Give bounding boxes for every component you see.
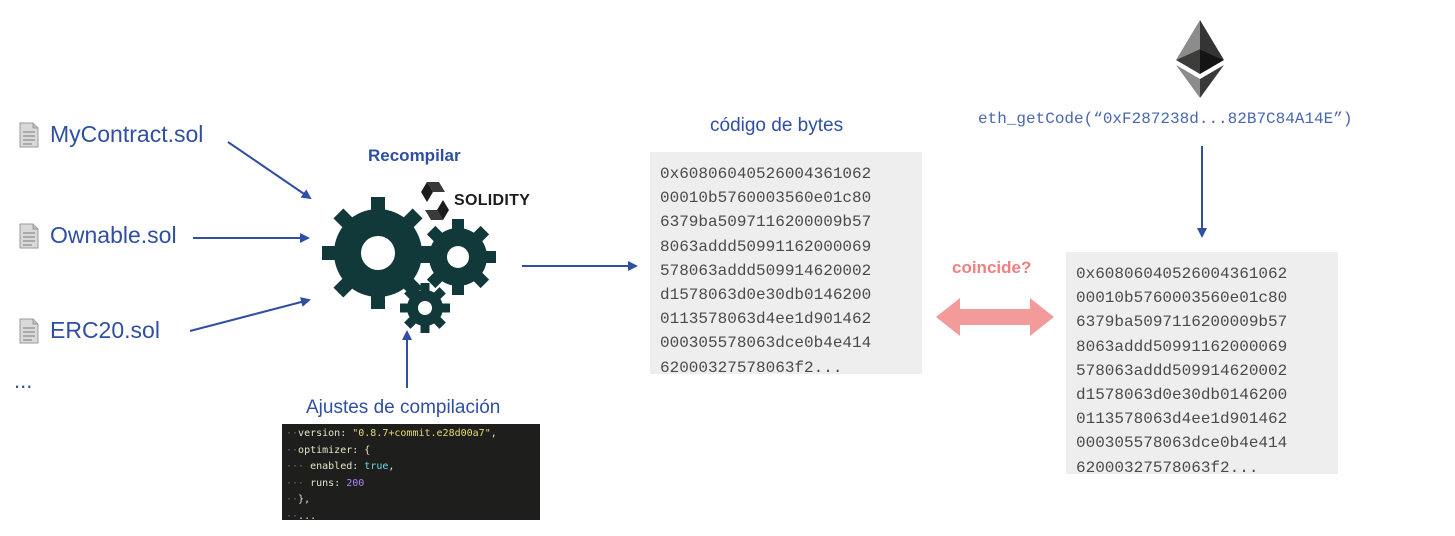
arrow-mycontract-to-compiler [227, 141, 312, 200]
bytecode-line: 0x60806040526004361062 [1076, 265, 1288, 283]
compare-double-arrow [936, 298, 1054, 336]
compilation-settings-label: Ajustes de compilación [306, 397, 501, 418]
bytecode-line: 0x60806040526004361062 [660, 165, 872, 183]
code-key: enabled [310, 461, 353, 472]
bytecode-line: 578063addd509914620002 [660, 261, 872, 280]
code-line: ··· runs: 200 [286, 477, 365, 489]
gears-icon [322, 197, 496, 333]
code-line: ··version: "0.8.7+commit.e28d00a7", [286, 428, 497, 439]
bytecode-line: 00010b5760003560e01c80 [660, 189, 872, 208]
bytecode-line: 8063addd50991162000069 [1076, 337, 1288, 356]
recompile-label: Recompilar [368, 146, 461, 165]
file-name: MyContract.sol [50, 121, 204, 147]
coincide-label: coincide? [952, 258, 1032, 277]
bytecode-line: 000305578063dce0b4e414 [1076, 434, 1288, 453]
document-icon [19, 318, 39, 343]
bytecode-line: 6379ba5097116200009b57 [660, 213, 872, 232]
code-value: "0.8.7+commit.e28d00a7" [352, 428, 491, 439]
bytecode-line: d1578063d0e30db0146200 [1076, 386, 1288, 405]
code-value: 200 [346, 477, 365, 489]
code-key: version [298, 428, 341, 439]
bytecode-label: código de bytes [710, 115, 844, 136]
bytecode-line: 000305578063dce0b4e414 [660, 334, 872, 353]
bytecode-line: 0113578063d4ee1d901462 [1076, 410, 1288, 429]
compilation-settings-code: ··version: "0.8.7+commit.e28d00a7", ··opt… [282, 424, 540, 520]
code-value: }, [298, 494, 311, 505]
bytecode-line: 6379ba5097116200009b57 [1076, 313, 1288, 332]
bytecode-line: 00010b5760003560e01c80 [1076, 289, 1288, 308]
more-files-ellipsis: ... [14, 368, 33, 393]
file-item-erc20: ERC20.sol [18, 317, 160, 344]
solidity-logo [421, 182, 449, 220]
code-line: ··}, [286, 494, 311, 505]
bytecode-line: 62000327578063f2... [1076, 458, 1259, 477]
code-line: ··optimizer: { [286, 444, 371, 456]
file-name: ERC20.sol [50, 317, 160, 343]
arrow-erc20-to-compiler [189, 297, 311, 332]
bytecode-line: 62000327578063f2... [660, 358, 843, 377]
document-icon [19, 122, 39, 147]
solidity-logo-text: SOLIDITY [454, 192, 531, 209]
eth-getcode-call: eth_getCode(“0xF287238d...82B7C84A14E”) [978, 110, 1353, 128]
code-key: runs [310, 477, 335, 489]
bytecode-line: 8063addd50991162000069 [660, 237, 872, 256]
bytecode-line: d1578063d0e30db0146200 [660, 286, 872, 305]
compiled-bytecode-box: 0x60806040526004361062 00010b5760003560e0… [650, 152, 922, 377]
code-value: ... [298, 510, 317, 521]
code-key: optimizer [298, 444, 353, 456]
bytecode-line: 0113578063d4ee1d901462 [660, 310, 872, 329]
bytecode-line: 578063addd509914620002 [1076, 361, 1288, 380]
code-line: ··... [286, 510, 317, 521]
code-value: { [364, 444, 371, 456]
onchain-bytecode-box: 0x60806040526004361062 00010b5760003560e0… [1066, 252, 1338, 477]
file-item-mycontract: MyContract.sol [18, 121, 203, 148]
file-name: Ownable.sol [50, 222, 177, 248]
code-line: ··· enabled: true, [286, 461, 395, 472]
file-item-ownable: Ownable.sol [18, 222, 177, 249]
code-value: true [364, 461, 389, 472]
ethereum-logo [1176, 20, 1224, 98]
document-icon [19, 223, 39, 248]
